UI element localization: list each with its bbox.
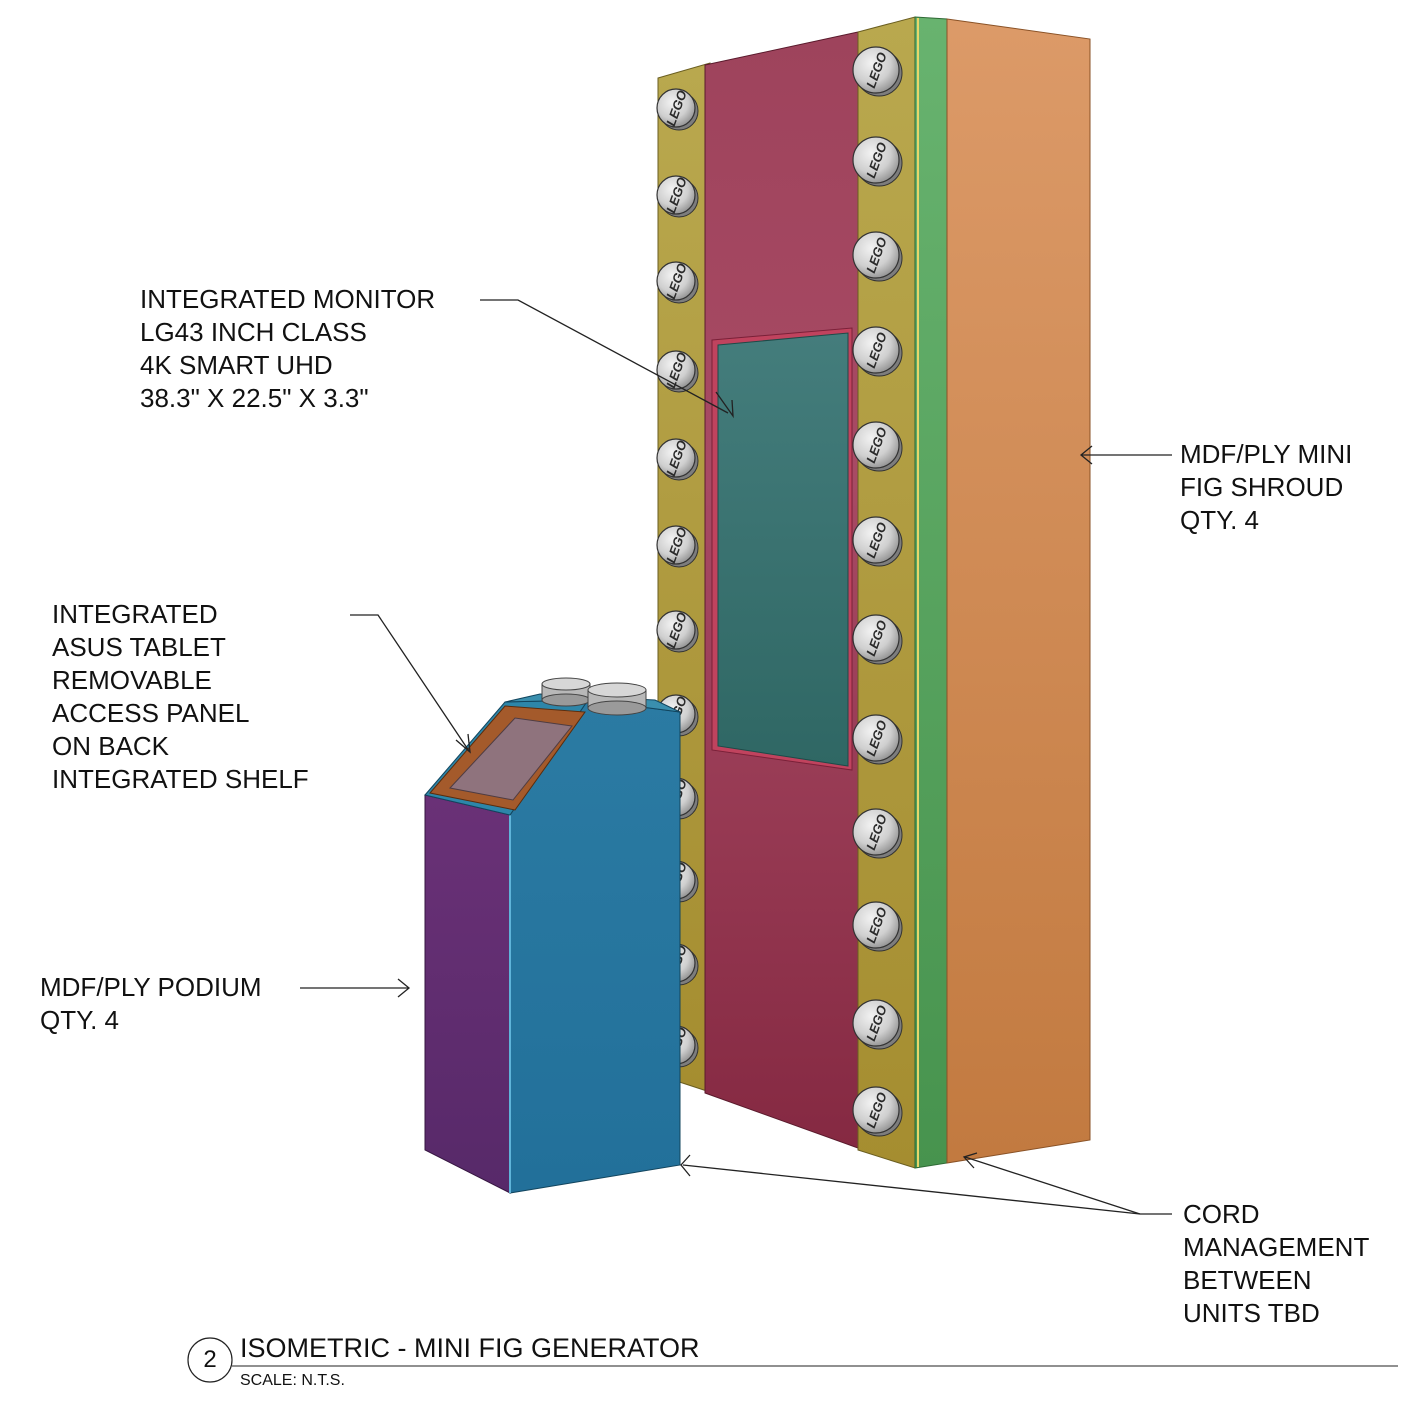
shroud-arrow xyxy=(1079,445,1093,465)
drawing-scale: SCALE: N.T.S. xyxy=(240,1372,345,1389)
tablet-callout-line-5: ON BACK xyxy=(52,731,170,761)
shroud-callout: MDF/PLY MINI FIG SHROUD QTY. 4 xyxy=(1180,438,1352,537)
lego-stud-left-3: LEGO xyxy=(656,261,699,304)
leader-lines xyxy=(300,299,1172,1215)
shroud-callout-line-1: MDF/PLY MINI xyxy=(1180,439,1353,469)
lego-stud-right-7: LEGO xyxy=(852,614,903,665)
lego-stud-right-12: LEGO xyxy=(852,1086,903,1137)
cord-callout-line-3: BETWEEN xyxy=(1183,1265,1312,1295)
lego-stud-right-3: LEGO xyxy=(852,231,903,282)
cord-callout-line-1: CORD xyxy=(1183,1199,1260,1229)
lego-stud-right-1: LEGO xyxy=(852,46,903,97)
lego-stud-right-6: LEGO xyxy=(852,516,903,567)
tablet-arrow xyxy=(455,733,471,754)
mini-fig-shroud: LEGO LEGO LEGO LEGO LEGO LEGO LEGO LEGO LEGO LEGO… xyxy=(656,16,1091,1169)
cord-leader-2 xyxy=(964,1156,1141,1215)
cord-arrow-1 xyxy=(680,1154,691,1177)
shroud-side-panel xyxy=(946,18,1091,1164)
monitor-screen xyxy=(717,332,849,767)
cord-leader-1 xyxy=(682,1164,1172,1215)
lego-stud-left-5: LEGO xyxy=(656,438,699,481)
lego-stud-right-8: LEGO xyxy=(852,714,903,765)
podium-stud-2 xyxy=(587,682,647,716)
podium-side-face xyxy=(424,794,511,1194)
cord-arrow-2 xyxy=(962,1152,978,1169)
podium-callout-line-1: MDF/PLY PODIUM xyxy=(40,972,262,1002)
lego-stud-right-5: LEGO xyxy=(852,421,903,472)
cord-callout: CORD MANAGEMENT BETWEEN UNITS TBD xyxy=(1183,1198,1369,1330)
lego-stud-right-2: LEGO xyxy=(852,136,903,187)
lego-stud-left-7: LEGO xyxy=(656,610,699,653)
detail-number-circle xyxy=(187,1337,233,1383)
lego-stud-left-2: LEGO xyxy=(656,175,699,218)
tablet-screen xyxy=(449,717,573,801)
cord-callout-line-2: MANAGEMENT xyxy=(1183,1232,1370,1262)
shroud-green-strip xyxy=(914,16,948,1169)
cord-callout-line-4: UNITS TBD xyxy=(1183,1298,1320,1328)
monitor-callout-line-2: LG43 INCH CLASS xyxy=(140,317,367,347)
lego-stud-right-4: LEGO xyxy=(852,326,903,377)
lego-stud-right-11: LEGO xyxy=(852,999,903,1050)
shroud-callout-line-2: FIG SHROUD xyxy=(1180,472,1344,502)
monitor-callout: INTEGRATED MONITOR LG43 INCH CLASS 4K SM… xyxy=(140,283,435,415)
tablet-callout-line-4: ACCESS PANEL xyxy=(52,698,250,728)
monitor-callout-line-4: 38.3" X 22.5" X 3.3" xyxy=(140,383,369,413)
monitor-callout-line-1: INTEGRATED MONITOR xyxy=(140,284,436,314)
monitor-leader xyxy=(480,299,729,414)
podium-callout-line-2: QTY. 4 xyxy=(40,1005,120,1035)
lego-stud-left-4: LEGO xyxy=(656,350,699,393)
podium-stud-1 xyxy=(541,677,591,707)
monitor-arrow xyxy=(715,391,734,419)
tablet-callout-line-1: INTEGRATED xyxy=(52,599,218,629)
shroud-callout-line-3: QTY. 4 xyxy=(1180,505,1260,535)
monitor-callout-line-3: 4K SMART UHD xyxy=(140,350,333,380)
mdf-ply-podium xyxy=(424,677,681,1194)
tablet-callout-line-3: REMOVABLE xyxy=(52,665,212,695)
lego-stud-left-6: LEGO xyxy=(656,525,699,568)
tablet-callout: INTEGRATED ASUS TABLET REMOVABLE ACCESS … xyxy=(52,598,309,796)
podium-arrow xyxy=(397,978,411,998)
tablet-callout-line-2: ASUS TABLET xyxy=(52,632,226,662)
lego-stud-right-10: LEGO xyxy=(852,901,903,952)
tablet-leader xyxy=(350,614,470,752)
podium-callout: MDF/PLY PODIUM QTY. 4 xyxy=(40,971,262,1037)
shroud-right-gold-strip xyxy=(857,16,916,1169)
detail-number: 2 xyxy=(203,1346,217,1373)
drawing-title: ISOMETRIC - MINI FIG GENERATOR xyxy=(240,1333,700,1363)
tablet-callout-line-6: INTEGRATED SHELF xyxy=(52,764,309,794)
lego-stud-left-1: LEGO xyxy=(656,88,699,131)
lego-stud-right-9: LEGO xyxy=(852,808,903,859)
